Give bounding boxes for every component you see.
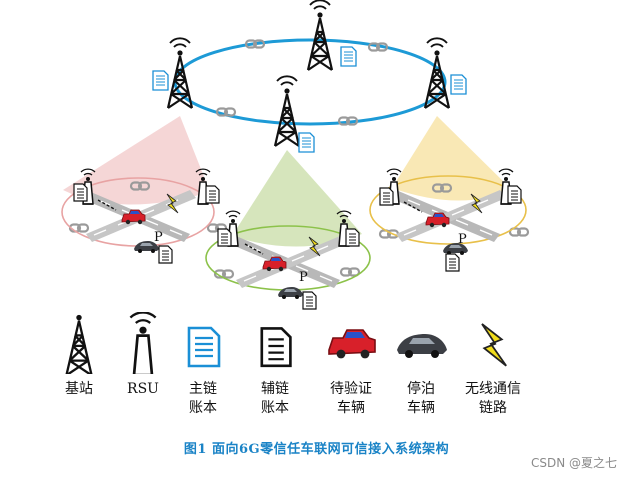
side-ledger-doc	[217, 228, 232, 247]
legend-side-ledger: 辅链 账本	[238, 312, 312, 418]
side-ledger-doc	[445, 253, 460, 272]
parked-vehicle-icon	[397, 334, 447, 358]
base-station-left	[166, 37, 194, 110]
p-label: P	[299, 270, 308, 285]
legend-label: 无线通信 链路	[465, 381, 521, 416]
zone-middle: P	[205, 210, 371, 310]
legend-main-ledger: 主链 账本	[166, 312, 240, 418]
side-ledger-icon	[260, 327, 292, 368]
legend-label: 待验证 车辆	[330, 381, 372, 416]
side-ledger-doc	[345, 228, 360, 247]
legend-wireless-link: 无线通信 链路	[456, 312, 530, 418]
base-station-icon	[65, 312, 93, 374]
zone-right: P	[369, 168, 527, 272]
legend-label: RSU	[127, 381, 159, 397]
p-label: P	[458, 232, 467, 247]
side-ledger-doc	[73, 183, 88, 202]
legend-label: 基站	[65, 381, 93, 397]
legend-parked-vehicle: 停泊 车辆	[384, 312, 458, 418]
side-ledger-doc	[302, 291, 317, 310]
side-ledger-doc	[158, 245, 173, 264]
pending-vehicle-icon	[328, 329, 376, 360]
wireless-link-icon	[481, 323, 508, 367]
main-ledger-icon	[187, 326, 221, 368]
p-label: P	[154, 230, 163, 245]
side-ledger-doc	[507, 185, 522, 204]
figure-caption: 图1 面向6G零信任车联网可信接入系统架构	[183, 442, 450, 457]
main-ledger-doc	[152, 70, 169, 91]
backbone-ring	[173, 38, 447, 126]
watermark: CSDN @夏之七	[530, 456, 617, 470]
side-ledger-doc	[205, 185, 220, 204]
side-ledger-doc	[379, 187, 394, 206]
main-ledger-doc	[450, 74, 467, 95]
legend-pending-vehicle: 待验证 车辆	[314, 312, 388, 418]
base-station-top	[306, 0, 334, 72]
main-ledger-doc	[340, 46, 357, 67]
zone-left: P	[61, 168, 220, 264]
legend-label: 辅链 账本	[261, 381, 289, 416]
legend-base-station: 基站	[42, 312, 116, 399]
legend-label: 停泊 车辆	[407, 381, 435, 416]
legend-label: 主链 账本	[189, 381, 217, 416]
main-ledger-doc	[298, 132, 315, 153]
parked-vehicle	[278, 287, 303, 299]
green-beam	[232, 150, 362, 247]
legend-rsu: RSU	[106, 312, 180, 399]
base-station-center	[273, 75, 301, 148]
chain-link	[339, 267, 361, 277]
